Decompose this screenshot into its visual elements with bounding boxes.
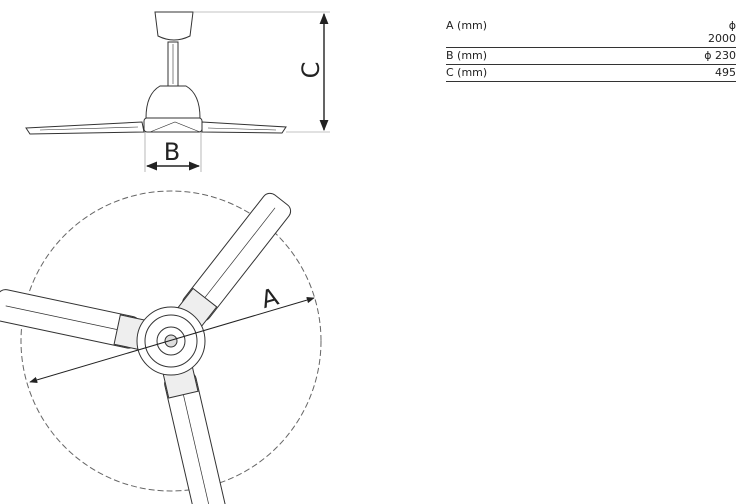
dimension-b: B bbox=[144, 132, 202, 172]
dimension-c: C bbox=[193, 11, 330, 133]
spec-row-b: B (mm) ϕ 230 bbox=[446, 48, 736, 65]
spec-label-a: A (mm) bbox=[446, 19, 488, 32]
spec-value-a: ϕ 2000 bbox=[610, 18, 736, 48]
spec-row-a: A (mm) ϕ 2000 bbox=[446, 18, 736, 48]
spec-value-a-number: 2000 bbox=[708, 32, 736, 45]
spec-table: A (mm) ϕ 2000 B (mm) ϕ 230 C (mm) 495 bbox=[446, 18, 736, 82]
spec-label-c: C (mm) bbox=[446, 66, 488, 79]
spec-value-b: ϕ 230 bbox=[704, 49, 736, 62]
spec-row-c: C (mm) 495 bbox=[446, 65, 736, 82]
blade-sweep-circle bbox=[20, 190, 322, 492]
dimension-a-label: A bbox=[258, 282, 282, 314]
spec-value-a-symbol: ϕ bbox=[728, 19, 736, 32]
spec-value-c: 495 bbox=[715, 66, 736, 79]
dimension-b-label: B bbox=[164, 138, 180, 166]
dimension-c-label: C bbox=[297, 62, 325, 79]
fan-side-view bbox=[25, 11, 287, 135]
spec-label-b: B (mm) bbox=[446, 49, 488, 62]
